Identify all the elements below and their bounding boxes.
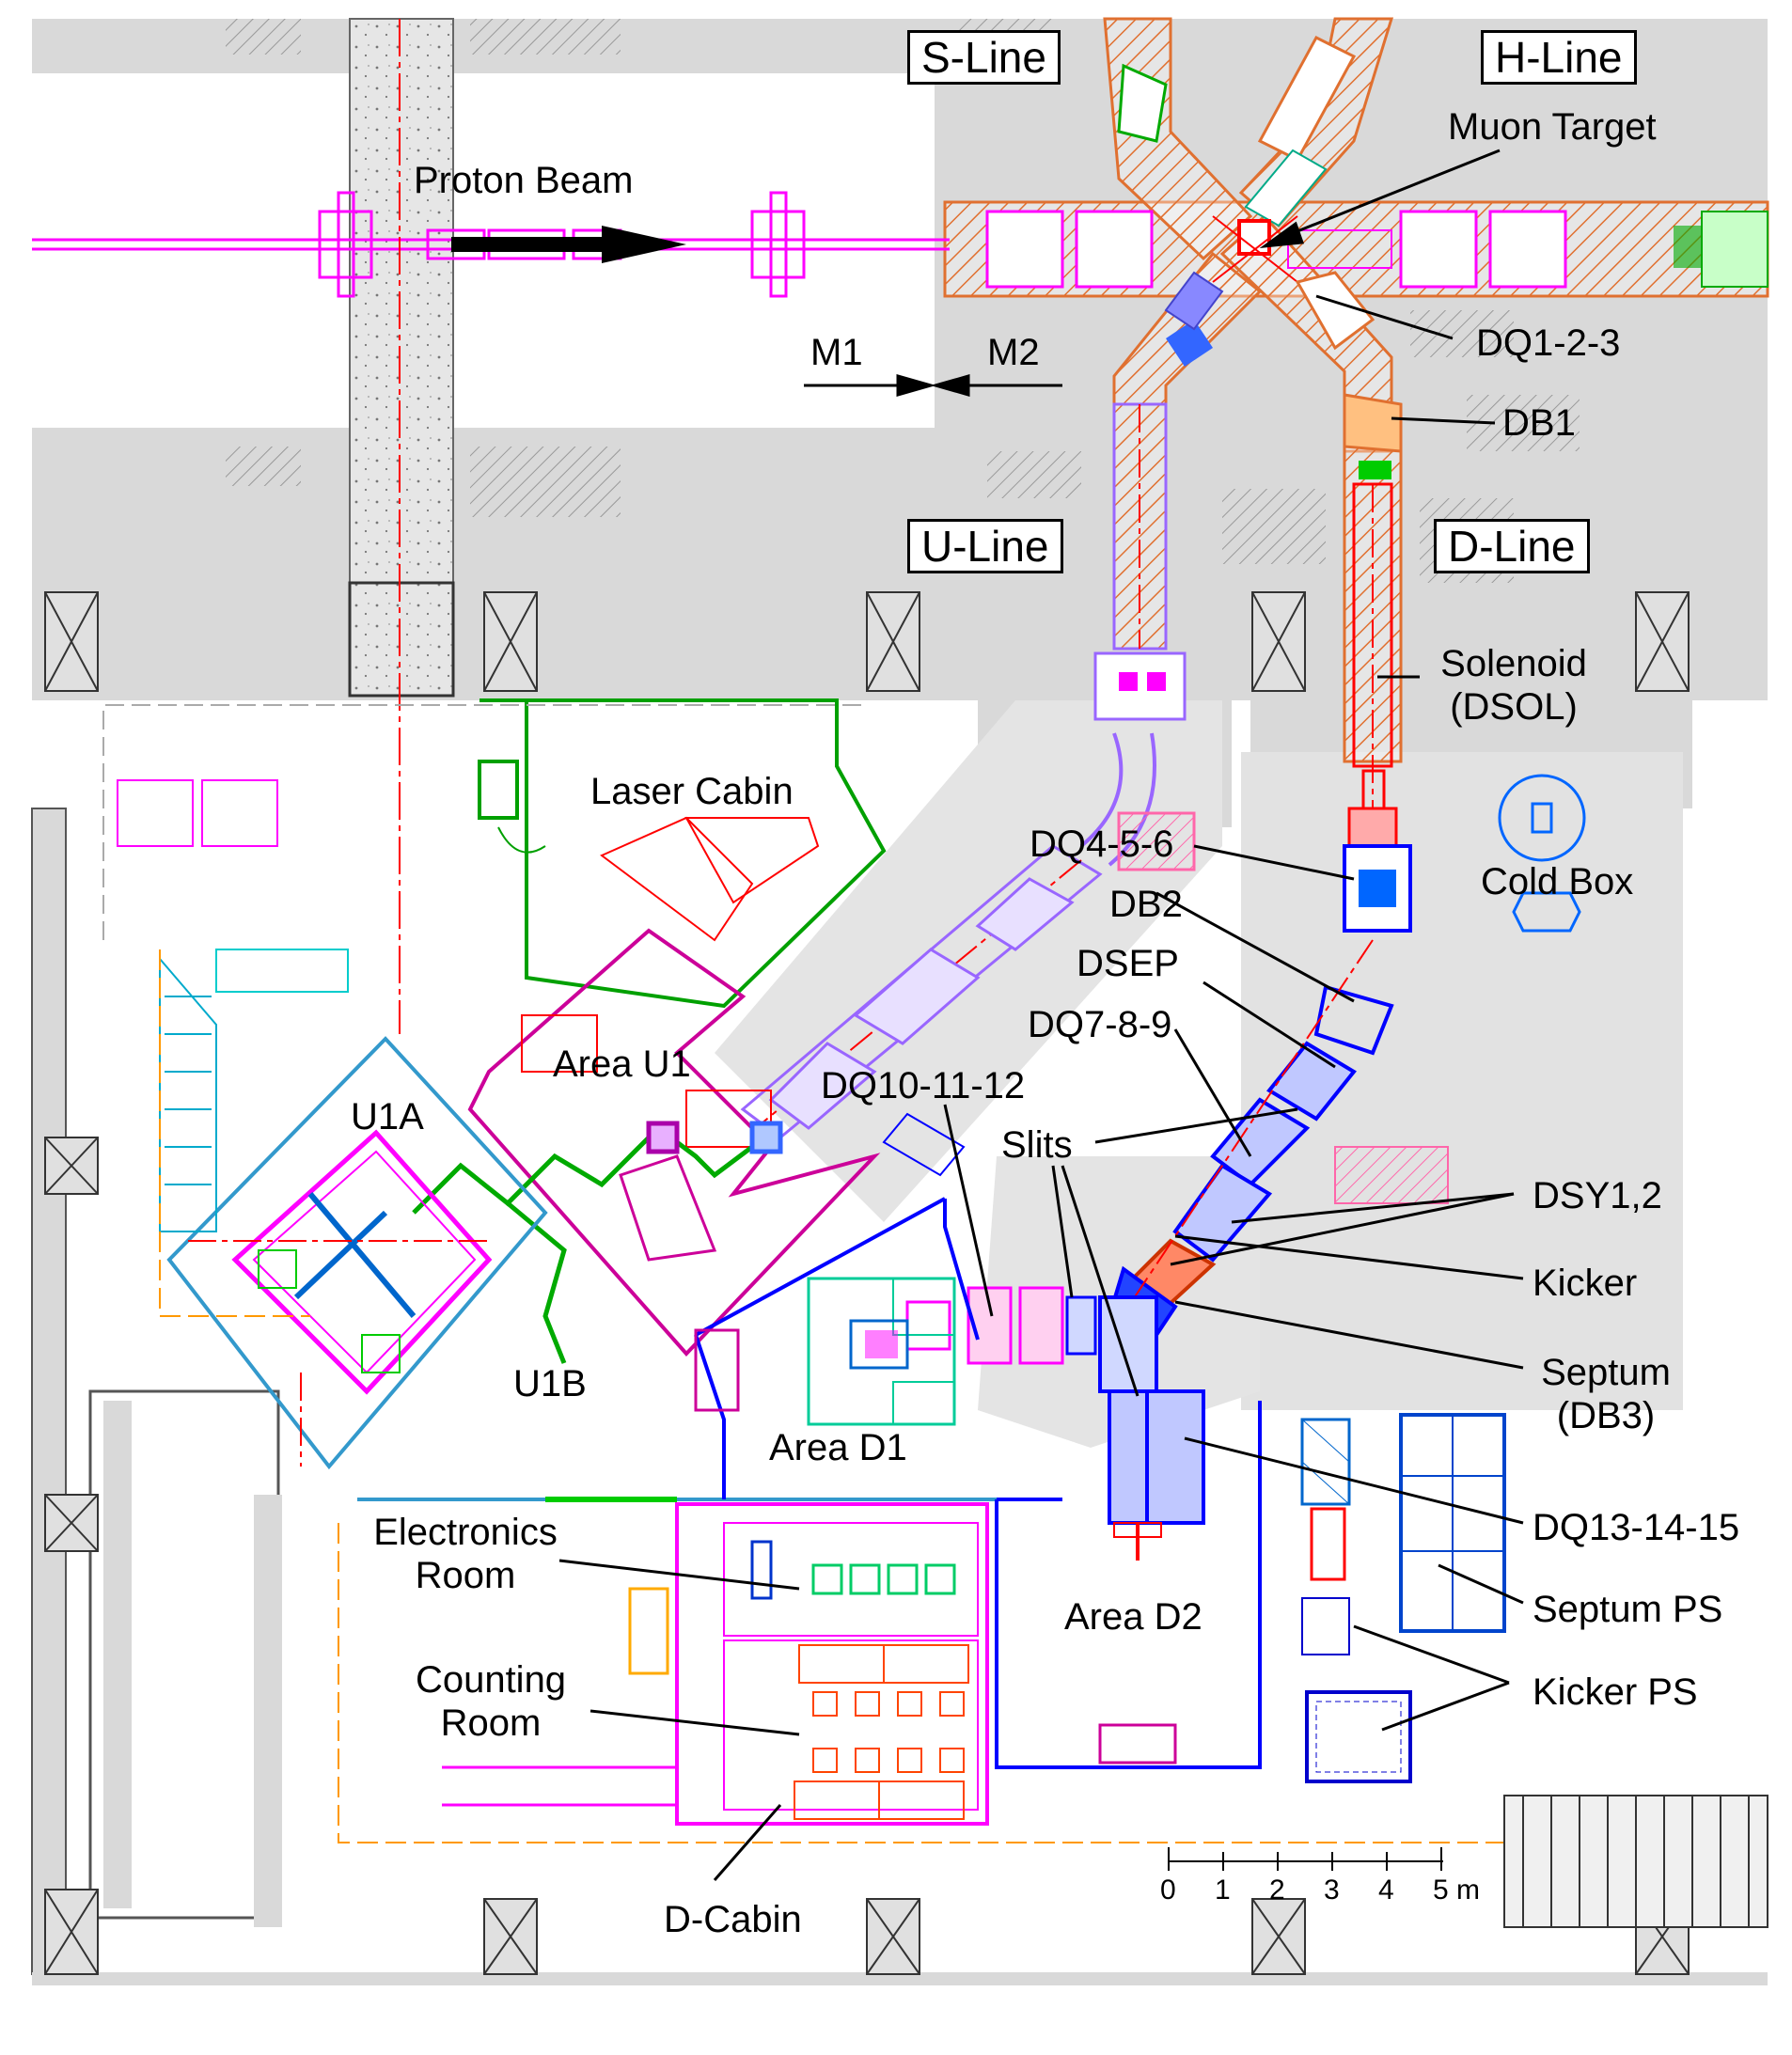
dq10-11-12-magnets — [905, 1286, 1097, 1365]
dq10-11-12-label: DQ10-11-12 — [821, 1065, 1026, 1106]
solenoid-label-line2: (DSOL) — [1450, 686, 1578, 728]
dq1-2-3-label: DQ1-2-3 — [1476, 322, 1621, 364]
kicker-ps-label: Kicker PS — [1533, 1671, 1698, 1713]
area-d2-label: Area D2 — [1064, 1596, 1203, 1638]
proton-beam-label: Proton Beam — [414, 160, 634, 201]
area-d1-label: Area D1 — [769, 1427, 907, 1468]
scale-bar — [1168, 1847, 1443, 1871]
septum-label: Septum (DB3) — [1521, 1354, 1690, 1435]
structural-pillars — [44, 591, 1690, 1975]
u1-beam-elements — [412, 1121, 783, 1364]
solenoid-label-line1: Solenoid — [1440, 643, 1587, 684]
stairs-bottom-right — [1503, 1795, 1768, 1928]
slits-label: Slits — [1001, 1124, 1073, 1166]
power-supplies — [1300, 1413, 1506, 1783]
left-room-outline — [102, 704, 997, 1502]
stairs-left — [159, 949, 349, 1232]
u-line-beam — [740, 402, 1196, 1139]
scale-tick-3: 3 — [1324, 1875, 1340, 1906]
d1-equipment — [807, 1277, 956, 1426]
db1-label: DB1 — [1502, 402, 1576, 444]
counting-room-label-line2: Room — [440, 1702, 542, 1744]
d-line-label: D-Line — [1434, 519, 1590, 574]
m1-m2-markers — [804, 374, 1062, 397]
laser-cabin-label: Laser Cabin — [590, 771, 794, 812]
solenoid-label: Solenoid (DSOL) — [1424, 645, 1603, 726]
d-line-beam — [1343, 482, 1412, 933]
dq4-5-6-label: DQ4-5-6 — [1030, 824, 1174, 865]
muon-target-label: Muon Target — [1448, 106, 1657, 148]
kicker-label: Kicker — [1533, 1263, 1638, 1304]
cold-box-label: Cold Box — [1481, 861, 1634, 902]
electronics-room-label-line2: Room — [415, 1555, 516, 1596]
dq7-8-9-label: DQ7-8-9 — [1028, 1004, 1172, 1045]
electronics-room-label: Electronics Room — [357, 1514, 574, 1594]
proton-beam-line — [32, 19, 950, 1034]
u1a-label: U1A — [351, 1096, 424, 1137]
counting-room-label-line1: Counting — [415, 1659, 567, 1701]
u-line-label: U-Line — [907, 519, 1063, 574]
dq13-14-15-label: DQ13-14-15 — [1533, 1507, 1740, 1548]
electronics-room-label-line1: Electronics — [373, 1512, 558, 1553]
scale-tick-0: 0 — [1160, 1875, 1176, 1906]
area-d1-outline — [694, 1112, 980, 1499]
d-cabin-label: D-Cabin — [664, 1899, 802, 1940]
counting-room-label: Counting Room — [397, 1661, 585, 1742]
u1b-label: U1B — [513, 1363, 587, 1404]
scale-tick-5: 5 m — [1433, 1875, 1481, 1906]
scale-tick-4: 4 — [1378, 1875, 1394, 1906]
cold-box — [1498, 774, 1586, 933]
septum-label-line1: Septum — [1541, 1352, 1671, 1393]
m2-label: M2 — [987, 332, 1040, 373]
dsep-label: DSEP — [1077, 943, 1179, 984]
leader-lines — [558, 149, 1524, 1881]
area-d2-outline — [995, 1401, 1262, 1769]
u1a-u1b-area — [166, 1036, 548, 1470]
septum-ps-label: Septum PS — [1533, 1589, 1723, 1630]
dsy1-2-label: DSY1,2 — [1533, 1175, 1662, 1216]
area-u1-label: Area U1 — [553, 1043, 691, 1085]
s-line-label: S-Line — [907, 30, 1061, 86]
h-line-label: H-Line — [1481, 30, 1637, 86]
electronics-counting-rooms — [338, 1502, 1504, 1843]
septum-label-line2: (DB3) — [1556, 1395, 1656, 1436]
area-u1-outline — [467, 928, 881, 1357]
scale-tick-2: 2 — [1269, 1875, 1285, 1906]
scale-tick-1: 1 — [1215, 1875, 1231, 1906]
m1-label: M1 — [810, 332, 863, 373]
laser-cabin-outline — [478, 698, 887, 1009]
db2-label: DB2 — [1109, 884, 1183, 925]
